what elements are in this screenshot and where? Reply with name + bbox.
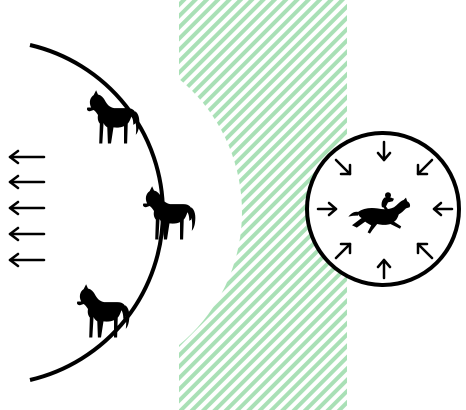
- diagram-canvas: [0, 0, 466, 410]
